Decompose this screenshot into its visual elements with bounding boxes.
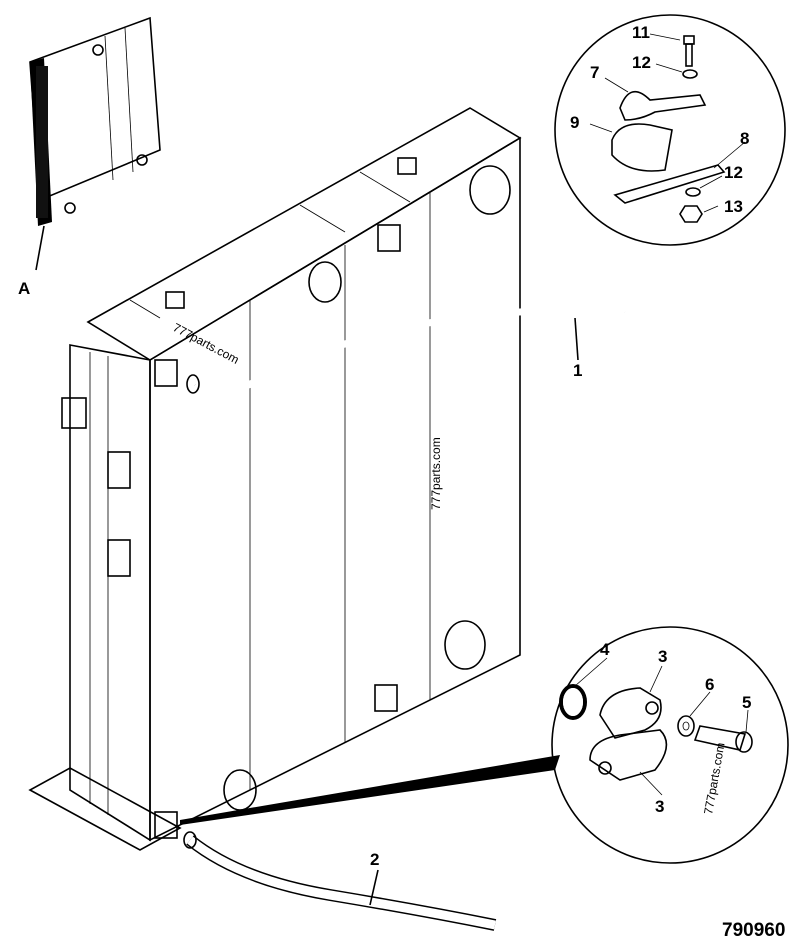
- callout-3-top: 3: [658, 647, 667, 666]
- callout-12-top: 12: [632, 53, 651, 72]
- reference-number: 790960: [722, 920, 785, 941]
- callout-8: 8: [740, 129, 749, 148]
- callout-11: 11: [632, 23, 650, 42]
- callout-7: 7: [590, 63, 599, 82]
- callout-12-bottom: 12: [724, 163, 743, 182]
- callout-3-bottom: 3: [655, 797, 664, 816]
- callout-4: 4: [600, 640, 610, 659]
- callout-9: 9: [570, 113, 579, 132]
- callout-2: 2: [370, 850, 379, 869]
- callout-1: 1: [573, 361, 582, 380]
- callout-5: 5: [742, 693, 751, 712]
- callout-6: 6: [705, 675, 714, 694]
- watermark-center: 777parts.com: [429, 437, 443, 510]
- hose-2: [183, 831, 497, 931]
- radiator-core: [149, 136, 521, 842]
- flange-detail: [551, 626, 789, 864]
- clamp-detail: [554, 14, 786, 246]
- hose-1: [186, 306, 626, 395]
- main-cooler: [28, 107, 522, 851]
- inset-cooler: [29, 16, 161, 271]
- callout-13: 13: [724, 197, 743, 216]
- label-a-leader: [35, 225, 45, 271]
- view-label-a: A: [18, 279, 30, 298]
- detail-pointer: [180, 755, 560, 825]
- watermark-detail: 777parts.com: [701, 741, 727, 815]
